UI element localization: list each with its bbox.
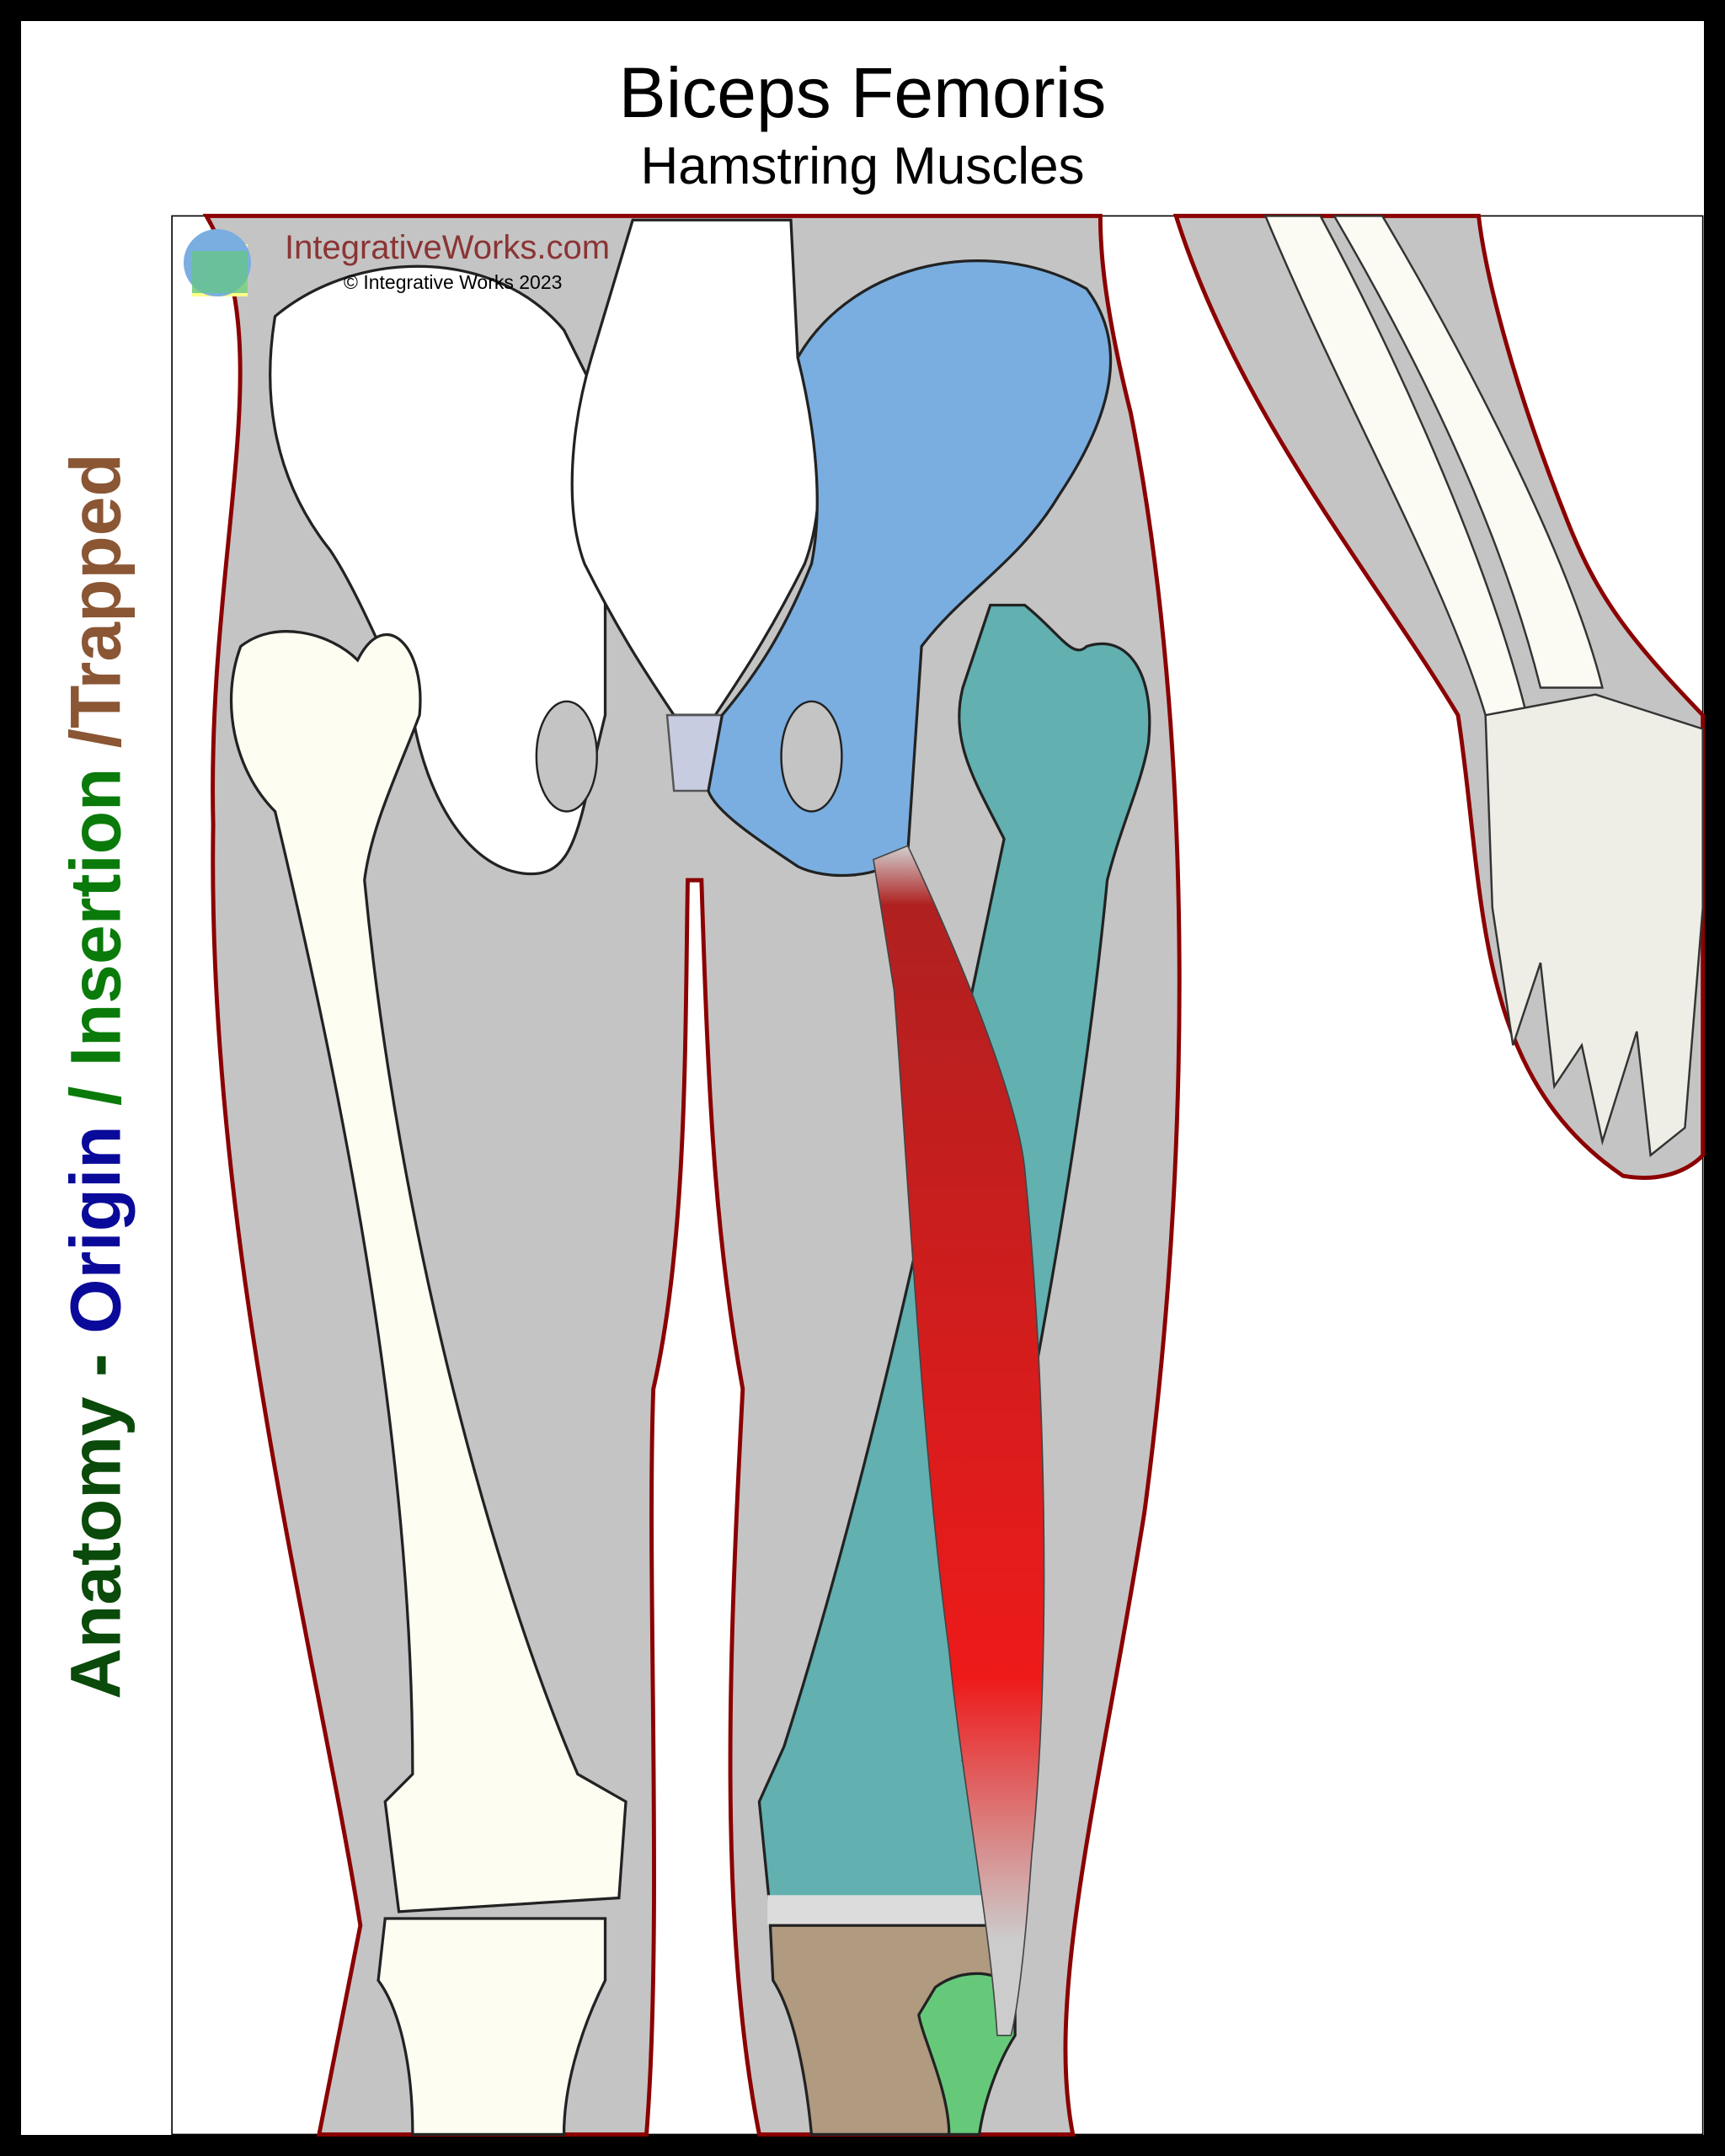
watermark-site: IntegrativeWorks.com bbox=[285, 229, 611, 266]
side-label: Anatomy - Origin / Insertion /Trapped bbox=[56, 453, 137, 1700]
obturator-foramen-right bbox=[780, 700, 843, 813]
label-origin: Origin bbox=[56, 1125, 136, 1334]
page-subtitle: Hamstring Muscles bbox=[640, 137, 1085, 195]
label-anatomy: Anatomy - bbox=[56, 1333, 136, 1700]
page-title: Biceps Femoris bbox=[618, 53, 1107, 132]
fibula-head-insertion bbox=[917, 1972, 1017, 2137]
femur-left bbox=[229, 630, 628, 1913]
label-insertion: / Insertion bbox=[56, 748, 136, 1126]
logo bbox=[184, 229, 251, 296]
tibia-left bbox=[377, 1917, 607, 2137]
hand-bones bbox=[1484, 693, 1704, 1158]
knee-cartilage bbox=[767, 1895, 995, 1926]
pelvis-left bbox=[269, 264, 607, 876]
biceps-femoris-muscle bbox=[873, 845, 1045, 2036]
label-trapped: /Trapped bbox=[56, 453, 136, 749]
obturator-foramen-left bbox=[535, 700, 598, 813]
watermark-copyright: © Integrative Works 2023 bbox=[344, 271, 563, 293]
